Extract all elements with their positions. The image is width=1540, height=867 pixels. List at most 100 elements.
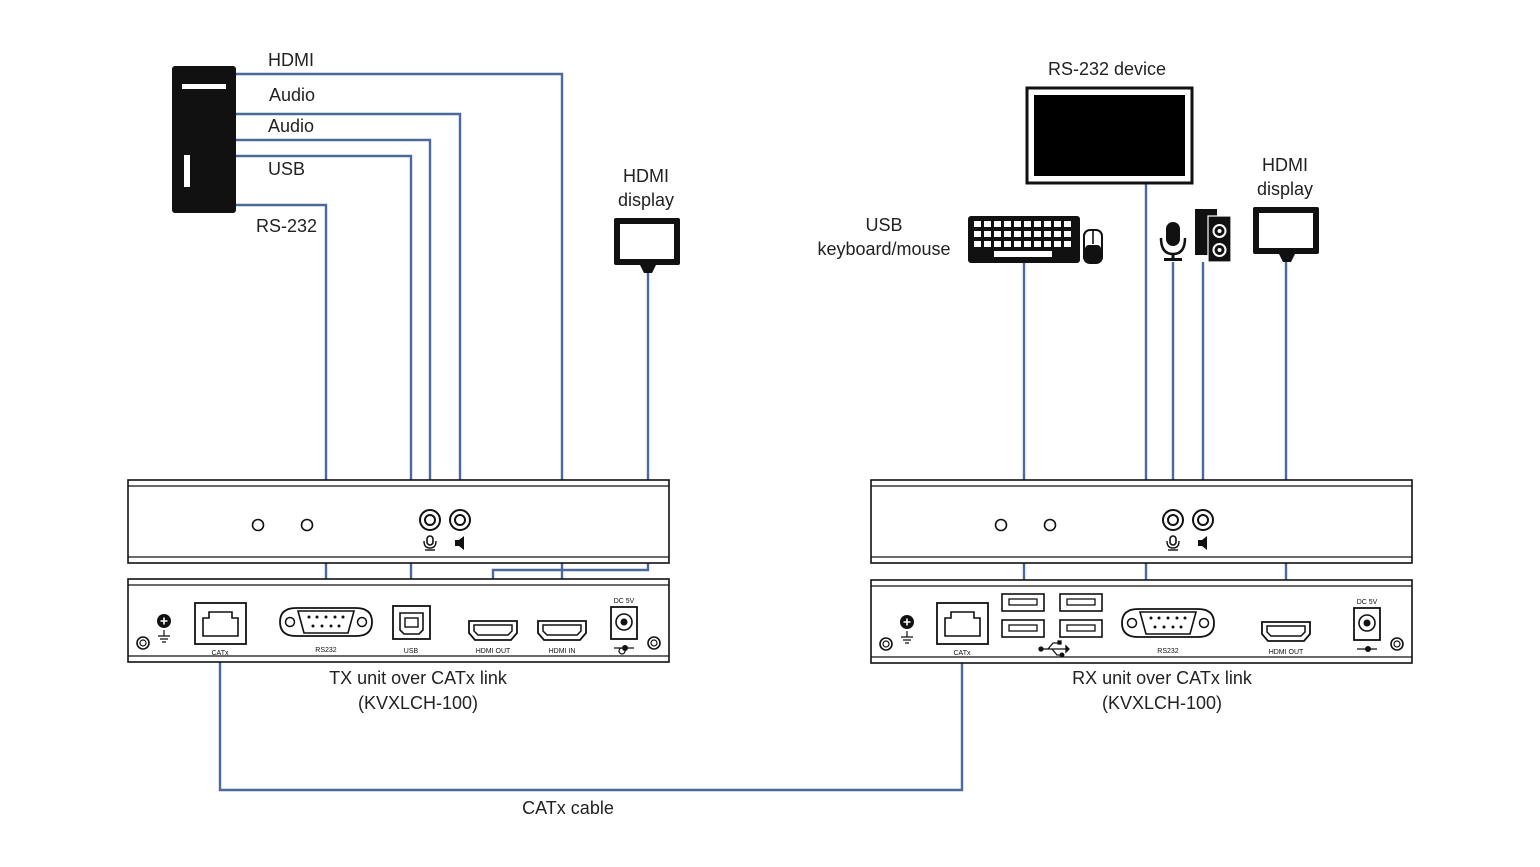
ground-icon xyxy=(157,614,171,643)
rx-catx-port: CATx xyxy=(936,602,989,657)
tx-unit-caption-line1: TX unit over CATx link xyxy=(329,668,508,688)
cable-label-rs232: RS-232 xyxy=(256,216,317,236)
wire-usb xyxy=(236,154,413,622)
speaker-icon xyxy=(1195,209,1232,263)
tx-usb-port-label: USB xyxy=(404,648,419,655)
cable-label-audio-2: Audio xyxy=(268,116,314,136)
keyboard-key xyxy=(1034,241,1041,247)
cable-label-audio-1: Audio xyxy=(269,85,315,105)
tx-display-label-line2: display xyxy=(618,190,674,210)
tx-hdmi-in-port-label: HDMI IN xyxy=(549,648,576,655)
keyboard-key xyxy=(984,241,991,247)
tx-rs232-port-label: RS232 xyxy=(315,647,337,654)
rx-rs232-port: RS232 xyxy=(1121,608,1215,655)
speaker-icon xyxy=(1198,536,1207,550)
rx-speaker-jack xyxy=(1192,509,1214,531)
rx-unit: CATx xyxy=(870,479,1413,664)
rx-dc-port: DC 5V xyxy=(1353,599,1381,652)
tx-hdmi-display xyxy=(614,218,680,273)
tx-speaker-jack xyxy=(449,509,471,531)
keyboard-key xyxy=(1044,221,1051,227)
tx-hdmi-out-port-label: HDMI OUT xyxy=(476,648,511,655)
wire-catx xyxy=(218,625,964,792)
tx-unit: CATx RS232 USB xyxy=(127,479,670,663)
keyboard-key xyxy=(1054,231,1061,237)
rx-hdmi-out-port: HDMI OUT xyxy=(1261,621,1311,656)
rx-dc-port-label: DC 5V xyxy=(1357,599,1378,606)
wire-audio-2 xyxy=(236,138,432,520)
keyboard-key xyxy=(1034,221,1041,227)
wire-audio-1 xyxy=(236,112,462,520)
tx-mic-jack xyxy=(419,509,441,531)
rs232-device-label: RS-232 device xyxy=(1048,59,1166,79)
tx-rs232-port: RS232 xyxy=(279,607,373,654)
rx-unit-caption-line1: RX unit over CATx link xyxy=(1072,668,1253,688)
tx-catx-port-label: CATx xyxy=(212,650,229,657)
microphone-icon xyxy=(1159,222,1187,261)
rx-display-label-line2: display xyxy=(1257,179,1313,199)
wire-hdmi-display-tx xyxy=(491,273,650,625)
keyboard-spacebar xyxy=(994,251,1052,257)
keyboard-key xyxy=(1014,221,1021,227)
keyboard-key xyxy=(1064,241,1071,247)
speaker-icon xyxy=(455,536,464,550)
keyboard-key xyxy=(974,221,981,227)
source-pc xyxy=(172,66,236,213)
keyboard-key xyxy=(984,221,991,227)
usb-peripheral-label-line1: USB xyxy=(865,215,902,235)
microphone-icon xyxy=(1166,535,1180,551)
tx-hdmi-in-port: HDMI IN xyxy=(537,620,587,655)
rx-rear-panel: CATx xyxy=(870,579,1413,664)
cable-label-hdmi: HDMI xyxy=(268,50,314,70)
tx-front-panel xyxy=(127,479,670,564)
keyboard-key xyxy=(984,231,991,237)
keyboard-key xyxy=(1024,241,1031,247)
tx-usb-port: USB xyxy=(392,605,431,655)
mouse-icon xyxy=(1083,229,1103,264)
keyboard-key xyxy=(1034,231,1041,237)
usb-peripheral-label-line2: keyboard/mouse xyxy=(817,239,950,259)
keyboard-key xyxy=(1044,231,1051,237)
keyboard-key xyxy=(1054,241,1061,247)
usb-symbol-icon xyxy=(1038,640,1070,658)
keyboard-key xyxy=(994,241,1001,247)
keyboard-key xyxy=(1024,231,1031,237)
keyboard-key xyxy=(1004,221,1011,227)
keyboard-key xyxy=(1064,221,1071,227)
keyboard-key xyxy=(974,231,981,237)
keyboard-key xyxy=(1014,231,1021,237)
tx-catx-port: CATx xyxy=(194,602,247,657)
power-polarity-icon xyxy=(1357,646,1377,652)
keyboard-icon xyxy=(968,216,1080,263)
keyboard-key xyxy=(994,221,1001,227)
rx-mic-jack xyxy=(1162,509,1184,531)
keyboard-key xyxy=(994,231,1001,237)
keyboard-key xyxy=(1044,241,1051,247)
keyboard-key xyxy=(1024,221,1031,227)
tx-unit-caption-line2: (KVXLCH-100) xyxy=(358,693,478,713)
tx-hdmi-out-port: HDMI OUT xyxy=(468,620,518,655)
rx-hdmi-out-port-label: HDMI OUT xyxy=(1269,649,1304,656)
rs232-device xyxy=(1025,86,1194,185)
ground-icon xyxy=(900,615,914,644)
keyboard-key xyxy=(1054,221,1061,227)
tx-dc-port: DC 5V xyxy=(610,598,638,655)
keyboard-key xyxy=(974,241,981,247)
rx-front-panel xyxy=(870,479,1413,564)
rx-catx-port-label: CATx xyxy=(954,650,971,657)
wires xyxy=(218,72,1288,792)
microphone-icon xyxy=(423,535,437,551)
tx-display-label-line1: HDMI xyxy=(623,166,669,186)
keyboard-key xyxy=(1014,241,1021,247)
wire-hdmi-source xyxy=(236,72,564,625)
tx-rear-panel: CATx RS232 USB xyxy=(127,578,670,663)
rx-unit-caption-line2: (KVXLCH-100) xyxy=(1102,693,1222,713)
rx-display-label-line1: HDMI xyxy=(1262,155,1308,175)
keyboard-key xyxy=(1004,231,1011,237)
rx-hdmi-display xyxy=(1253,207,1319,262)
catx-cable-label: CATx cable xyxy=(522,798,614,818)
rx-rs232-port-label: RS232 xyxy=(1157,648,1179,655)
keyboard-key xyxy=(1004,241,1011,247)
cable-label-usb: USB xyxy=(268,159,305,179)
